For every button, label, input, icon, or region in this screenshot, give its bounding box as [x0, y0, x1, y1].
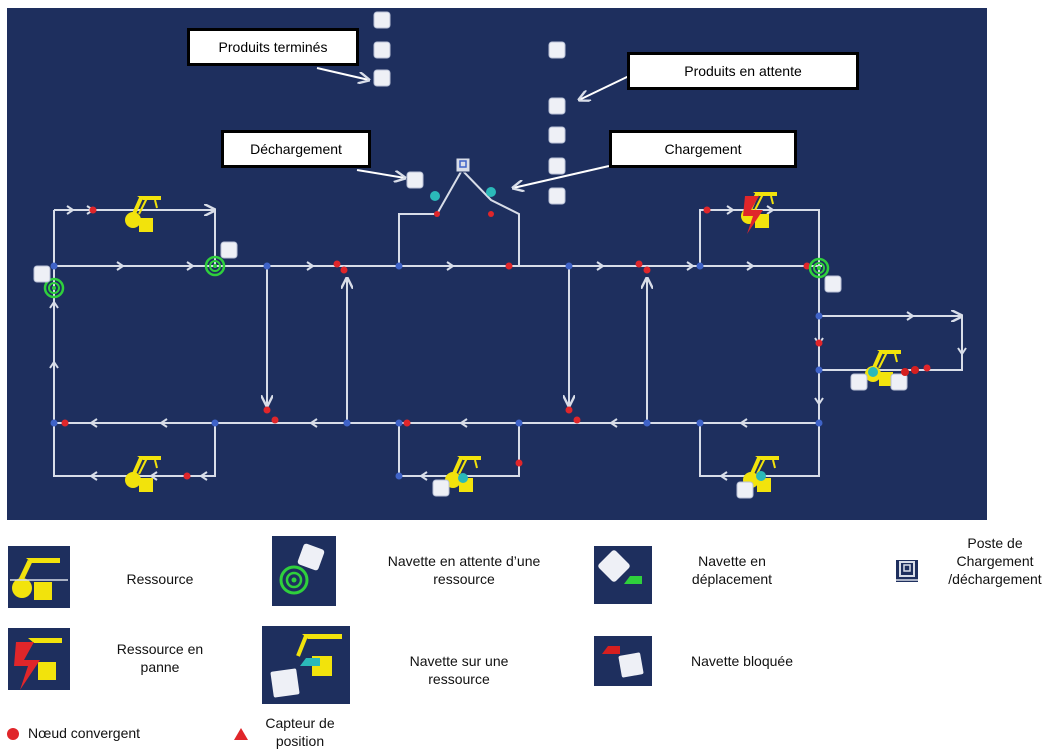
track-network	[33, 11, 967, 499]
resource-icon	[8, 546, 70, 608]
legend-label-converging-node: Nœud convergent	[28, 725, 141, 741]
shuttle-on-resource-icon	[262, 626, 350, 704]
shuttle-blocked-icon	[594, 636, 652, 686]
moving-shuttles	[430, 187, 878, 483]
waiting-shuttles	[43, 255, 830, 299]
callout-finished-products: Produits terminés	[187, 28, 359, 66]
resource-failure	[739, 190, 779, 234]
resources	[123, 194, 903, 494]
blocked-shuttles	[901, 366, 919, 376]
legend-label-shuttle-blocked: Navette bloquée	[691, 653, 793, 669]
converging-node-icon	[7, 728, 19, 740]
resource-failure-icon	[8, 628, 70, 690]
callout-loading: Chargement	[609, 130, 797, 168]
callout-waiting-products: Produits en attente	[627, 52, 859, 90]
station-icon[interactable]	[896, 560, 918, 582]
direction-arrows	[49, 205, 967, 481]
legend-label-resource: Ressource	[126, 571, 194, 587]
converging-nodes	[61, 206, 931, 480]
position-sensor-icon	[234, 728, 248, 740]
shuttle-waiting-icon	[272, 536, 336, 606]
station	[455, 157, 471, 173]
shuttle-moving-icon	[594, 546, 652, 604]
track-lines	[53, 168, 962, 477]
simulation-view: Produits terminés Produits en attente Dé…	[7, 8, 987, 520]
callout-unloading: Déchargement	[221, 130, 371, 168]
track-nodes	[50, 262, 823, 480]
callout-arrows	[316, 67, 630, 188]
